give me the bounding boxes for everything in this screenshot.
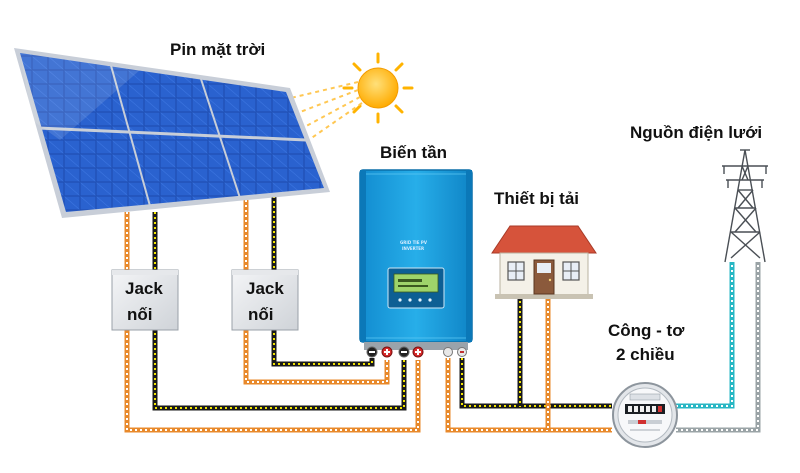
wire-pair-meter-grid [676, 262, 761, 433]
dc-terminal-pos-2 [412, 346, 424, 358]
wire-pair-inverter-meter [445, 358, 612, 433]
wire-pair-jack2-inverter [243, 328, 390, 385]
wiring [124, 196, 761, 433]
inverter: GRID TIE PV INVERTER [359, 169, 473, 350]
wire-pair-load [517, 296, 551, 430]
wire-pair-panel-jack1 [124, 212, 158, 272]
load-label: Thiết bị tải [494, 189, 579, 208]
dc-terminal-pos-1 [381, 346, 393, 358]
ac-terminal-2 [457, 347, 467, 357]
inverter-label: Biến tần [380, 143, 447, 162]
dc-terminal-neg-2 [398, 346, 410, 358]
inverter-brand-line1: GRID TIE PV [400, 240, 428, 245]
inverter-terminals [366, 346, 467, 358]
grid-label: Nguồn điện lưới [630, 123, 762, 142]
solar-panel [14, 48, 330, 218]
bidirectional-meter-icon [612, 382, 678, 448]
sun-icon [342, 52, 414, 124]
ac-terminal-1 [443, 347, 453, 357]
power-tower-icon [722, 149, 768, 263]
jack-box-1-label-line2: nối [127, 305, 153, 324]
wire-pair-panel-jack2 [243, 196, 277, 272]
dc-terminal-neg-1 [366, 346, 378, 358]
house-icon [491, 225, 597, 299]
meter-label-line1: Công - tơ [608, 321, 685, 340]
jack-box-1: Jack nối [111, 269, 179, 331]
solar-panel-label: Pin mặt trời [170, 40, 265, 59]
jack-box-2: Jack nối [231, 269, 299, 331]
wire-pair-jack1-inverter [124, 328, 421, 433]
jack-box-2-label-line1: Jack [246, 279, 284, 298]
jack-box-1-label-line1: Jack [125, 279, 163, 298]
meter-label-line2: 2 chiều [616, 345, 675, 364]
inverter-brand-line2: INVERTER [402, 246, 424, 251]
jack-box-2-label-line2: nối [248, 305, 274, 324]
